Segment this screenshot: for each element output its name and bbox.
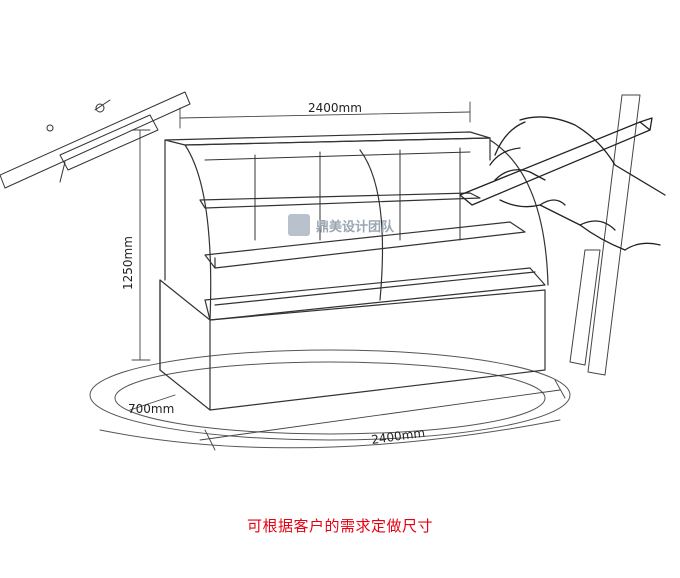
height-dimension-line	[131, 129, 151, 361]
dim-width-top: 2400mm	[308, 101, 362, 115]
bottom-deck	[204, 267, 546, 321]
vertical-ruler	[569, 94, 641, 376]
floor-dimension-lines	[129, 379, 566, 451]
upper-shelf	[199, 192, 481, 209]
cabinet-top-frame	[164, 131, 491, 281]
floor-ellipses	[89, 349, 571, 449]
caliper-ruler	[0, 91, 191, 189]
middle-shelf	[204, 221, 526, 269]
watermark-text: 鼎美设计团队	[316, 219, 395, 235]
curved-front-glass	[184, 139, 549, 321]
top-dimension-line	[179, 101, 471, 129]
watermark: 鼎美设计团队	[288, 214, 395, 236]
dim-width-bottom: 2400mm	[370, 426, 425, 447]
hand-with-pencil	[459, 116, 666, 251]
dim-height: 1250mm	[121, 236, 135, 290]
caption-text: 可根据客户的需求定做尺寸	[246, 517, 433, 535]
cabinet-base	[159, 279, 546, 411]
dim-depth: 700mm	[128, 402, 174, 416]
watermark-logo-icon	[288, 214, 310, 236]
